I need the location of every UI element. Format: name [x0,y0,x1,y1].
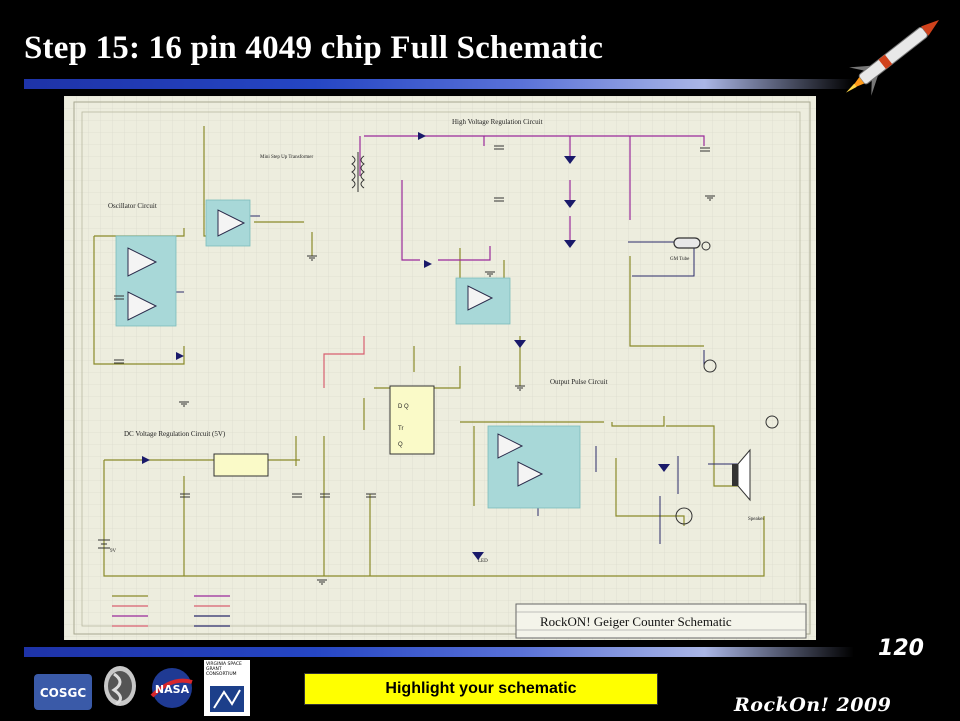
label-output-pulse: Output Pulse Circuit [550,378,608,386]
footer-brand: RockOn! 2009 [734,694,892,716]
nasa-logo: NASA [148,666,196,710]
highlight-instruction: Highlight your schematic [304,673,658,705]
vsgc-logo: VIRGINIA SPACE GRANT CONSORTIUM [204,660,250,716]
university-seal-logo [100,664,140,716]
label-gm-tube: GM Tube [670,257,690,262]
title-divider [24,79,854,89]
svg-text:D Q: D Q [398,404,409,410]
page-number: 120 [878,636,924,661]
svg-text:COSGC: COSGC [40,686,87,700]
label-oscillator: Oscillator Circuit [108,202,157,210]
label-speaker: Speaker [748,517,764,522]
schematic-image: High Voltage Regulation Circuit Oscillat… [64,96,816,640]
label-led: LED [478,559,488,564]
label-high-voltage: High Voltage Regulation Circuit [452,118,543,126]
svg-text:NASA: NASA [155,683,190,696]
label-battery: 9V [110,549,117,554]
schematic-title-block: RockON! Geiger Counter Schematic [540,614,732,629]
label-transformer: Mini Step Up Transformer [260,155,314,160]
svg-text:Tr: Tr [398,426,403,432]
svg-text:Q: Q [398,442,403,448]
label-dc-voltage: DC Voltage Regulation Circuit (5V) [124,430,226,438]
slide-title: Step 15: 16 pin 4049 chip Full Schematic [24,30,604,66]
cosgc-logo: COSGC [34,674,92,710]
footer-divider [24,647,854,657]
rocket-icon [845,19,939,96]
